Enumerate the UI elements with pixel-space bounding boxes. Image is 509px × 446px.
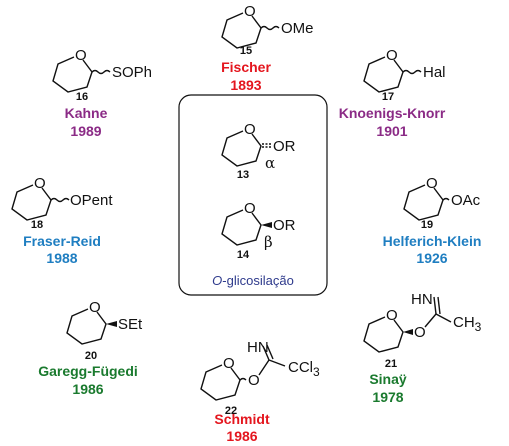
structure-19: O OAc (403, 175, 481, 221)
ccl-sub: 3 (313, 365, 320, 379)
caption-rest: -glicosilação (222, 273, 294, 288)
compound-number-21: 21 (385, 358, 397, 370)
ring-oxygen: O (223, 355, 235, 372)
compound-number-22: 22 (225, 405, 237, 417)
methyl-21-sub: 3 (475, 320, 482, 334)
ring-oxygen: O (244, 3, 256, 20)
substituent-13: OR (273, 138, 296, 155)
ring-oxygen: O (244, 121, 256, 138)
imine-nh-22: HN (247, 339, 269, 356)
compound-number-17: 17 (382, 91, 394, 103)
compound-number-16: 16 (76, 91, 88, 103)
ccl-main: CCl (288, 359, 313, 376)
beta-symbol: β (264, 233, 273, 251)
structure-18: O OPent (11, 175, 113, 221)
compound-number-14: 14 (237, 249, 250, 261)
author-fraser-reid: Fraser-Reid (23, 233, 101, 249)
year-1986-garegg: 1986 (72, 381, 103, 397)
year-1978: 1978 (372, 389, 403, 405)
ring-oxygen: O (386, 47, 398, 64)
ring-oxygen: O (34, 175, 46, 192)
compound-number-20: 20 (85, 350, 97, 362)
substituent-18: OPent (70, 192, 113, 209)
central-box (178, 94, 328, 296)
box-caption: O-glicosilação (212, 273, 294, 288)
author-knoenigs-knorr: Knoenigs-Knorr (339, 105, 446, 121)
alpha-symbol: α (265, 154, 275, 172)
substituent-20: SEt (118, 316, 143, 333)
author-schmidt: Schmidt (214, 411, 270, 427)
substituent-14: OR (273, 217, 296, 234)
year-1989: 1989 (70, 123, 101, 139)
structure-14: O OR (221, 200, 296, 246)
author-kahne: Kahne (65, 105, 108, 121)
author-helferich-klein: Helferich-Klein (383, 233, 482, 249)
ring-oxygen: O (244, 200, 256, 217)
ring-oxygen: O (89, 299, 101, 316)
year-1901: 1901 (376, 123, 407, 139)
structure-16: O SOPh (52, 47, 152, 93)
author-garegg-fugedi: Garegg-Fügedi (38, 363, 138, 379)
trichloromethyl-22: CCl3 (288, 359, 320, 379)
substituent-15: OMe (281, 20, 314, 37)
compound-number-19: 19 (421, 219, 433, 231)
imine-nh-21: HN (411, 291, 433, 308)
year-1893: 1893 (230, 77, 261, 93)
oxygen-21: O (414, 324, 426, 341)
substituent-17: Hal (423, 64, 446, 81)
substituent-19: OAc (451, 192, 481, 209)
year-1988: 1988 (46, 250, 77, 266)
structure-21: O O (363, 296, 452, 353)
compound-number-15: 15 (240, 45, 252, 57)
methyl-21: CH3 (453, 314, 482, 334)
ring-oxygen: O (386, 307, 398, 324)
structure-22: O O (200, 344, 286, 401)
oxygen-22: O (248, 372, 260, 389)
year-1986-schmidt: 1986 (226, 428, 257, 444)
compound-number-13: 13 (237, 169, 249, 181)
structure-17: O Hal (363, 47, 446, 93)
substituent-16: SOPh (112, 64, 152, 81)
compound-number-18: 18 (31, 219, 43, 231)
ring-oxygen: O (75, 47, 87, 64)
author-fischer: Fischer (221, 59, 271, 75)
structure-13: O OR (221, 121, 296, 167)
author-sinay: Sinaÿ (369, 371, 407, 387)
structure-20: O SEt (66, 299, 143, 345)
ring-oxygen: O (426, 175, 438, 192)
caption-italic-o: O (212, 273, 222, 288)
methyl-21-main: CH (453, 314, 475, 331)
structure-15: O OMe (221, 3, 314, 49)
year-1926: 1926 (416, 250, 447, 266)
